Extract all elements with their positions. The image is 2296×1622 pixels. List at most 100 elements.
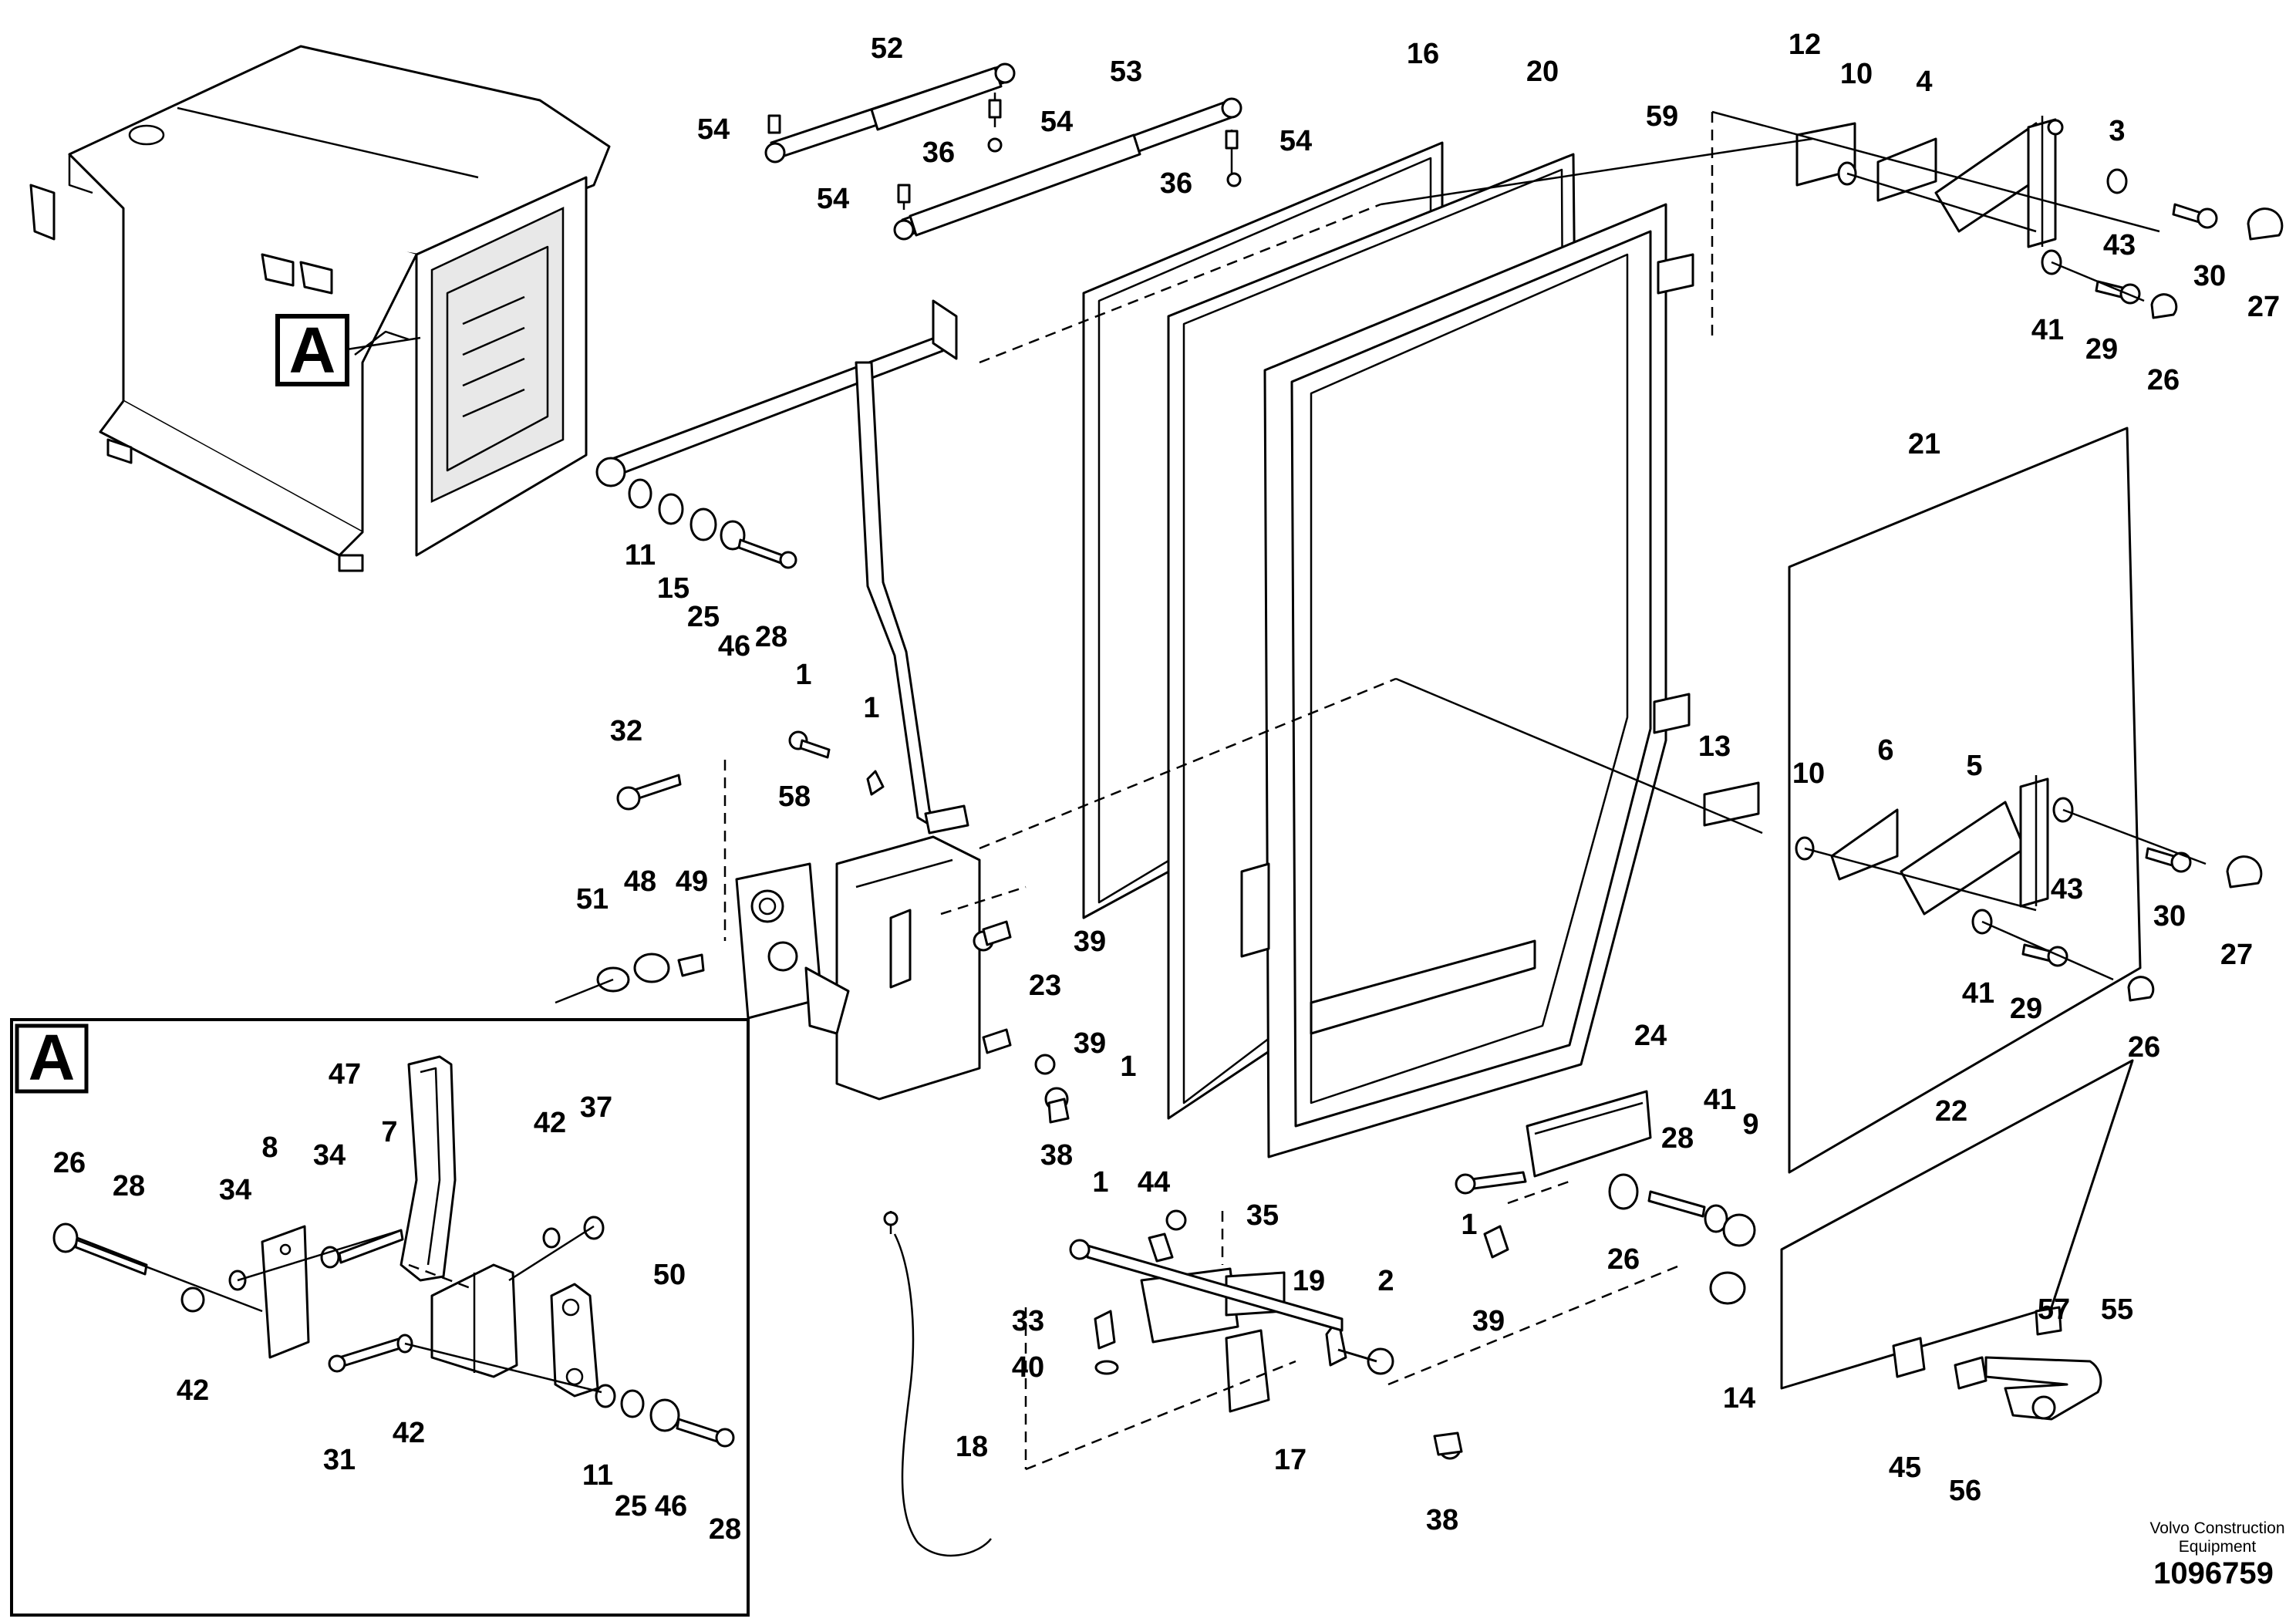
callout-54: 54 [817,183,849,215]
callout-34: 34 [219,1174,251,1206]
callout-57: 57 [2038,1293,2070,1326]
drawing-footer: Volvo Construction Equipment 1096759 [2149,1519,2284,1590]
gas-strut-53 [893,97,1242,241]
callout-49: 49 [676,865,708,898]
callout-1: 1 [1092,1166,1108,1199]
callout-29: 29 [2085,333,2118,366]
lower-hinge [1703,775,2049,916]
strut-pins [767,99,1242,204]
callout-10: 10 [1792,757,1825,790]
callout-labels: 52 53 54 54 54 54 36 36 16 20 59 12 10 4… [53,29,2280,1546]
callout-39: 39 [1472,1305,1505,1337]
detail-a-marker-letter: A [289,314,336,386]
callout-9: 9 [1742,1108,1758,1141]
callout-42: 42 [393,1417,425,1449]
callout-34: 34 [313,1139,346,1172]
lower-hinge-hardware [1795,797,2263,1002]
maker-line-2: Equipment [2179,1538,2257,1556]
leader-lines [555,110,2207,1471]
glass-pane-21 [1788,427,2142,1174]
release-cable-18 [883,1211,992,1557]
maker-line-1: Volvo Construction [2149,1519,2284,1537]
callout-1: 1 [795,659,811,691]
callout-14: 14 [1723,1382,1755,1415]
callout-23: 23 [1029,969,1061,1002]
handrail-bar [595,299,969,835]
callout-26: 26 [53,1147,86,1179]
upper-hinge-hardware [1837,161,2284,319]
callout-12: 12 [1789,29,1821,61]
callout-30: 30 [2193,260,2226,292]
callout-41: 41 [1704,1084,1736,1116]
callout-39: 39 [1074,1027,1106,1060]
callout-7: 7 [381,1116,397,1148]
callout-28: 28 [755,621,787,653]
callout-41: 41 [1962,977,1994,1010]
callout-41: 41 [2031,314,2064,346]
callout-5: 5 [1966,750,1982,782]
callout-11: 11 [582,1459,613,1492]
gas-strut-52 [764,62,1016,164]
callout-39: 39 [1074,926,1106,958]
callout-21: 21 [1908,428,1940,460]
callout-1: 1 [1120,1050,1136,1083]
callout-53: 53 [1110,56,1142,88]
callout-32: 32 [610,715,642,747]
callout-58: 58 [778,781,811,813]
callout-36: 36 [922,137,955,169]
callout-43: 43 [2103,229,2136,261]
callout-29: 29 [2010,993,2042,1025]
detail-a-box-letter: A [29,1021,76,1094]
callout-25: 25 [687,601,720,633]
latch-plate [1069,1209,1463,1460]
callout-31: 31 [323,1444,356,1476]
callout-27: 27 [2247,291,2280,323]
callout-52: 52 [871,32,903,65]
callout-47: 47 [329,1058,361,1091]
callout-46: 46 [718,630,750,663]
lock-assembly [735,835,981,1101]
callout-18: 18 [956,1431,988,1463]
callout-1: 1 [863,692,879,724]
callout-17: 17 [1274,1444,1306,1476]
door-59 [1240,203,1694,1158]
callout-13: 13 [1698,730,1731,763]
callout-45: 45 [1889,1452,1921,1484]
callout-43: 43 [2051,873,2083,905]
callout-33: 33 [1012,1305,1044,1337]
callout-38: 38 [1040,1139,1073,1172]
pane-hardware [1608,1173,1756,1305]
handle-55 [1892,1306,2102,1421]
callout-24: 24 [1634,1020,1667,1052]
callout-35: 35 [1246,1199,1279,1232]
callout-3: 3 [2109,115,2125,147]
bar-end-hardware [628,478,797,569]
callout-28: 28 [709,1513,741,1546]
callout-1: 1 [1461,1209,1477,1241]
callout-8: 8 [261,1131,278,1164]
callout-55: 55 [2101,1293,2133,1326]
callout-44: 44 [1138,1166,1170,1199]
callout-10: 10 [1840,58,1873,90]
callout-26: 26 [1607,1243,1640,1276]
drawing-number: 1096759 [2153,1556,2274,1590]
callout-19: 19 [1293,1265,1325,1297]
callout-54: 54 [1040,106,1073,138]
callout-22: 22 [1935,1095,1967,1128]
callout-27: 27 [2220,939,2253,971]
callout-25: 25 [615,1490,647,1523]
callout-26: 26 [2147,364,2180,396]
callout-28: 28 [113,1170,145,1202]
callout-20: 20 [1526,56,1559,88]
cab-overview [29,45,611,572]
callout-38: 38 [1426,1504,1458,1536]
callout-46: 46 [655,1490,687,1523]
bracket-24 [1455,1090,1652,1259]
callout-37: 37 [580,1091,612,1124]
callout-42: 42 [177,1374,209,1407]
callout-30: 30 [2153,900,2186,932]
callout-48: 48 [624,865,656,898]
callout-4: 4 [1916,66,1932,98]
glass-pane-22 [1780,1059,2134,1390]
